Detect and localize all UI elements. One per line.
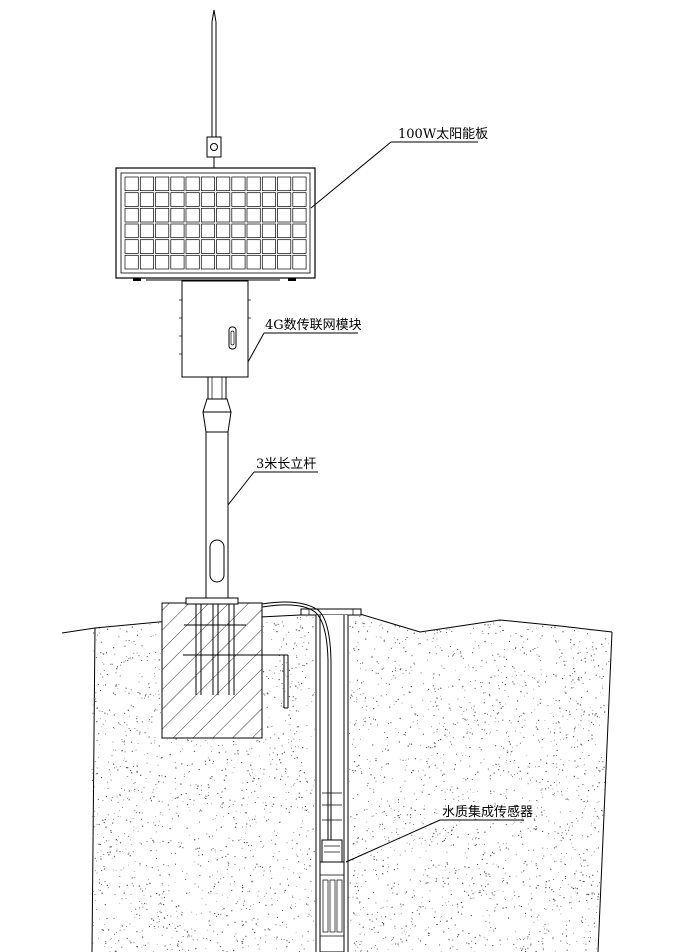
solar-cell: [155, 223, 170, 239]
callout-iot-module: 4G数传联网模块: [247, 318, 362, 363]
pole-label: 3米长立杆: [256, 457, 316, 472]
solar-cell-grid: [124, 176, 307, 270]
solar-cell: [292, 254, 307, 270]
solar-cell: [139, 207, 154, 223]
solar-cell: [246, 239, 261, 254]
panel-bracket: [133, 278, 141, 281]
solar-cell: [170, 176, 185, 192]
solar-cell: [170, 239, 185, 254]
solar-cell: [216, 254, 231, 270]
solar-cell: [292, 192, 307, 207]
solar-cell: [292, 176, 307, 192]
solar-cell: [292, 239, 307, 254]
solar-panel-label: 100W太阳能板: [398, 127, 488, 142]
iot-module-box: [146, 279, 280, 378]
solar-cell: [170, 254, 185, 270]
solar-cell: [277, 223, 292, 239]
solar-cell: [200, 254, 215, 270]
solar-cell: [231, 239, 246, 254]
solar-cell: [261, 223, 276, 239]
solar-cell: [200, 223, 215, 239]
solar-cell: [139, 254, 154, 270]
solar-cell: [124, 239, 139, 254]
solar-cell: [124, 254, 139, 270]
callout-solar-panel: 100W太阳能板: [310, 127, 488, 209]
water-level: [322, 792, 342, 821]
solar-cell: [139, 223, 154, 239]
solar-cell: [261, 207, 276, 223]
solar-cell: [261, 176, 276, 192]
solar-cell: [155, 192, 170, 207]
solar-cell: [170, 223, 185, 239]
solar-cell: [246, 223, 261, 239]
solar-cell: [185, 239, 200, 254]
pole: [202, 376, 232, 598]
solar-cell: [200, 239, 215, 254]
solar-cell: [292, 223, 307, 239]
solar-cell: [200, 207, 215, 223]
solar-cell: [185, 176, 200, 192]
monitoring-well: [261, 601, 362, 952]
solar-cell: [277, 239, 292, 254]
solar-cell: [155, 207, 170, 223]
solar-cell: [231, 254, 246, 270]
solar-cell: [200, 192, 215, 207]
solar-cell: [185, 192, 200, 207]
callout-pole: 3米长立杆: [227, 457, 318, 506]
solar-cell: [185, 207, 200, 223]
solar-cell: [216, 239, 231, 254]
base-plate: [185, 597, 239, 605]
sensor-probe: [319, 839, 345, 952]
solar-cell: [200, 176, 215, 192]
sensor-cable: [261, 601, 332, 840]
callout-sensor: 水质集成传感器: [345, 804, 533, 863]
solar-cell: [231, 207, 246, 223]
solar-cell: [231, 223, 246, 239]
solar-cell: [170, 192, 185, 207]
solar-cell: [246, 192, 261, 207]
solar-panel: [115, 167, 316, 281]
solar-cell: [139, 239, 154, 254]
solar-cell: [261, 254, 276, 270]
solar-cell: [231, 176, 246, 192]
solar-cell: [155, 239, 170, 254]
solar-cell: [261, 239, 276, 254]
solar-cell: [155, 176, 170, 192]
solar-cell: [216, 176, 231, 192]
solar-cell: [185, 254, 200, 270]
solar-cell: [124, 207, 139, 223]
solar-cell: [277, 207, 292, 223]
solar-cell: [124, 192, 139, 207]
solar-cell: [216, 192, 231, 207]
solar-cell: [124, 223, 139, 239]
solar-cell: [277, 176, 292, 192]
solar-cell: [216, 207, 231, 223]
solar-cell: [231, 192, 246, 207]
solar-cell: [246, 207, 261, 223]
solar-cell: [261, 192, 276, 207]
ground-right-edge: [597, 631, 613, 952]
solar-cell: [292, 207, 307, 223]
solar-cell: [155, 254, 170, 270]
solar-cell: [246, 254, 261, 270]
solar-cell: [139, 192, 154, 207]
sensor-label: 水质集成传感器: [442, 804, 533, 820]
iot-module-label: 4G数传联网模块: [265, 318, 362, 333]
well-cap: [300, 608, 362, 616]
solar-cell: [277, 254, 292, 270]
lightning-rod: [206, 9, 222, 168]
solar-cell: [277, 192, 292, 207]
solar-cell: [216, 223, 231, 239]
pole-hand-hole: [209, 539, 225, 583]
solar-cell: [170, 207, 185, 223]
solar-cell: [124, 176, 139, 192]
ground-left-edge: [91, 627, 96, 952]
solar-cell: [185, 223, 200, 239]
concrete-foundation: [161, 597, 289, 739]
solar-cell: [246, 176, 261, 192]
solar-cell: [139, 176, 154, 192]
